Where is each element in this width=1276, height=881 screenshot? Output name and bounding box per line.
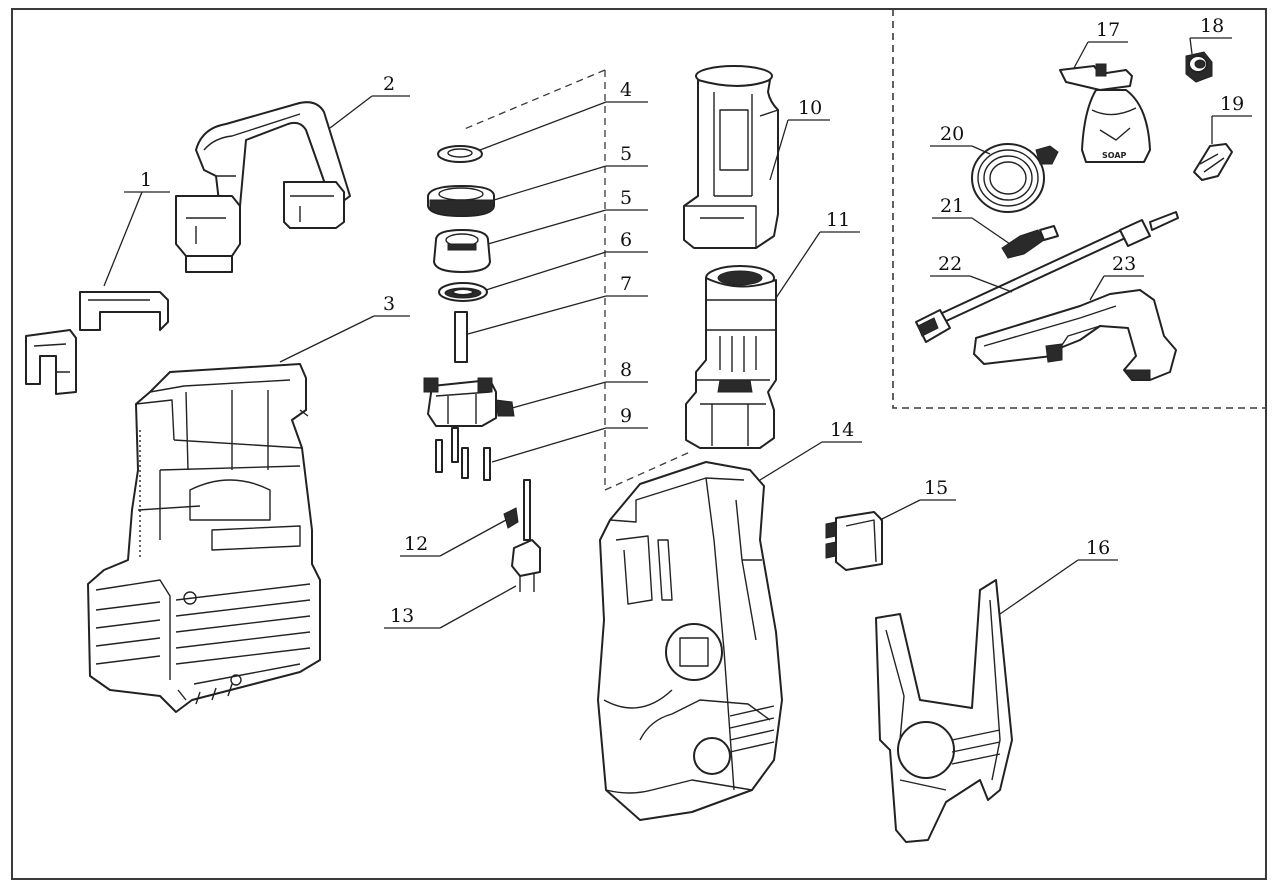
leader-lines — [103, 37, 1252, 629]
power-cord-plug-icon — [511, 479, 541, 592]
bracket-clip-icon — [25, 291, 169, 395]
part-number: 9 — [620, 405, 632, 427]
part-number: 10 — [798, 97, 822, 119]
part-number: 4 — [620, 79, 632, 101]
part-number: 13 — [390, 605, 414, 627]
assembly-guide-line — [604, 451, 691, 491]
seal-ring-icon — [437, 145, 483, 163]
hose-icon — [971, 143, 1059, 213]
part-number: 7 — [620, 273, 632, 295]
part-number: 11 — [826, 209, 850, 231]
accessories-box — [892, 9, 1266, 409]
part-number: 14 — [830, 419, 854, 441]
spray-gun-icon — [973, 289, 1177, 381]
part-number: 20 — [940, 123, 964, 145]
cable-clip-icon — [503, 507, 519, 529]
part-number: 1 — [140, 169, 152, 191]
shaft-pin-icon — [454, 311, 468, 363]
part-number: 8 — [620, 359, 632, 381]
part-number: 21 — [940, 195, 964, 217]
bearing-cap-icon — [433, 229, 491, 273]
lance-icon — [915, 211, 1179, 343]
assembly-guide-line — [461, 69, 606, 131]
part-number: 2 — [383, 73, 395, 95]
power-switch-icon — [825, 511, 883, 571]
part-number: 12 — [404, 533, 428, 555]
bearing-ring-icon — [438, 282, 488, 302]
diagram-frame — [11, 8, 1267, 880]
connector-cap-icon — [1185, 51, 1213, 83]
part-numbers: 1 2 3 4 5 5 6 7 8 9 10 11 12 13 14 15 16… — [140, 15, 1244, 627]
motor-cover-icon — [683, 65, 779, 249]
screws-icon — [435, 427, 491, 481]
part-number: 15 — [924, 477, 948, 499]
front-housing-icon — [597, 461, 783, 821]
gear-ring-icon — [427, 185, 495, 217]
hose-connector-icon — [1001, 225, 1059, 259]
part-number: 17 — [1096, 19, 1120, 41]
base-stand-icon — [875, 579, 1013, 843]
part-number: 3 — [383, 293, 395, 315]
part-number: 16 — [1086, 537, 1110, 559]
part-number: 6 — [620, 229, 632, 251]
part-number: 22 — [938, 253, 962, 275]
part-number: 18 — [1200, 15, 1224, 37]
part-number: 5 — [620, 187, 632, 209]
nozzle-icon — [1193, 143, 1233, 181]
part-number: 19 — [1220, 93, 1244, 115]
bottle-label: SOAP — [1102, 151, 1127, 160]
carry-handle-icon — [175, 101, 351, 273]
pump-head-icon — [423, 377, 515, 427]
part-number: 23 — [1112, 253, 1136, 275]
rear-housing-icon — [87, 363, 321, 713]
foam-bottle-icon: SOAP — [1059, 63, 1151, 163]
part-number: 5 — [620, 143, 632, 165]
motor-pump-assembly-icon — [685, 265, 777, 449]
